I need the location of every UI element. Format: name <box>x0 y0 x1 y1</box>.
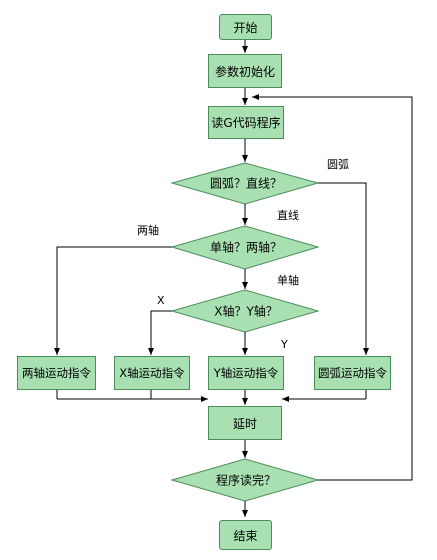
edge-label-two-axis: 两轴 <box>137 224 159 237</box>
delay-node[interactable]: 延时 <box>208 406 282 440</box>
decision-arc-or-line[interactable]: 圆弧？直线？ <box>209 176 283 191</box>
init-node[interactable]: 参数初始化 <box>208 54 282 88</box>
edge-label-single-axis: 单轴 <box>277 274 299 287</box>
decision-x-or-y-axis[interactable]: X轴？Y轴？ <box>214 304 278 319</box>
decision-single-or-two-axis[interactable]: 单轴？两轴？ <box>209 240 283 255</box>
end-node[interactable]: 结束 <box>219 520 272 550</box>
y-axis-command-node[interactable]: Y轴运动指令 <box>208 356 284 390</box>
start-node[interactable]: 开始 <box>219 14 272 40</box>
decision-program-done[interactable]: 程序读完？ <box>215 473 277 488</box>
edge-label-arc: 圆弧 <box>327 158 349 171</box>
edge-label-y: Y <box>281 338 288 351</box>
edge-label-x: X <box>157 294 165 307</box>
edge-label-line: 直线 <box>277 209 299 222</box>
x-axis-command-node[interactable]: X轴运动指令 <box>114 356 190 390</box>
read-gcode-node[interactable]: 读G代码程序 <box>208 106 284 139</box>
two-axis-command-node[interactable]: 两轴运动指令 <box>17 356 96 390</box>
arc-command-node[interactable]: 圆弧运动指令 <box>314 356 391 390</box>
